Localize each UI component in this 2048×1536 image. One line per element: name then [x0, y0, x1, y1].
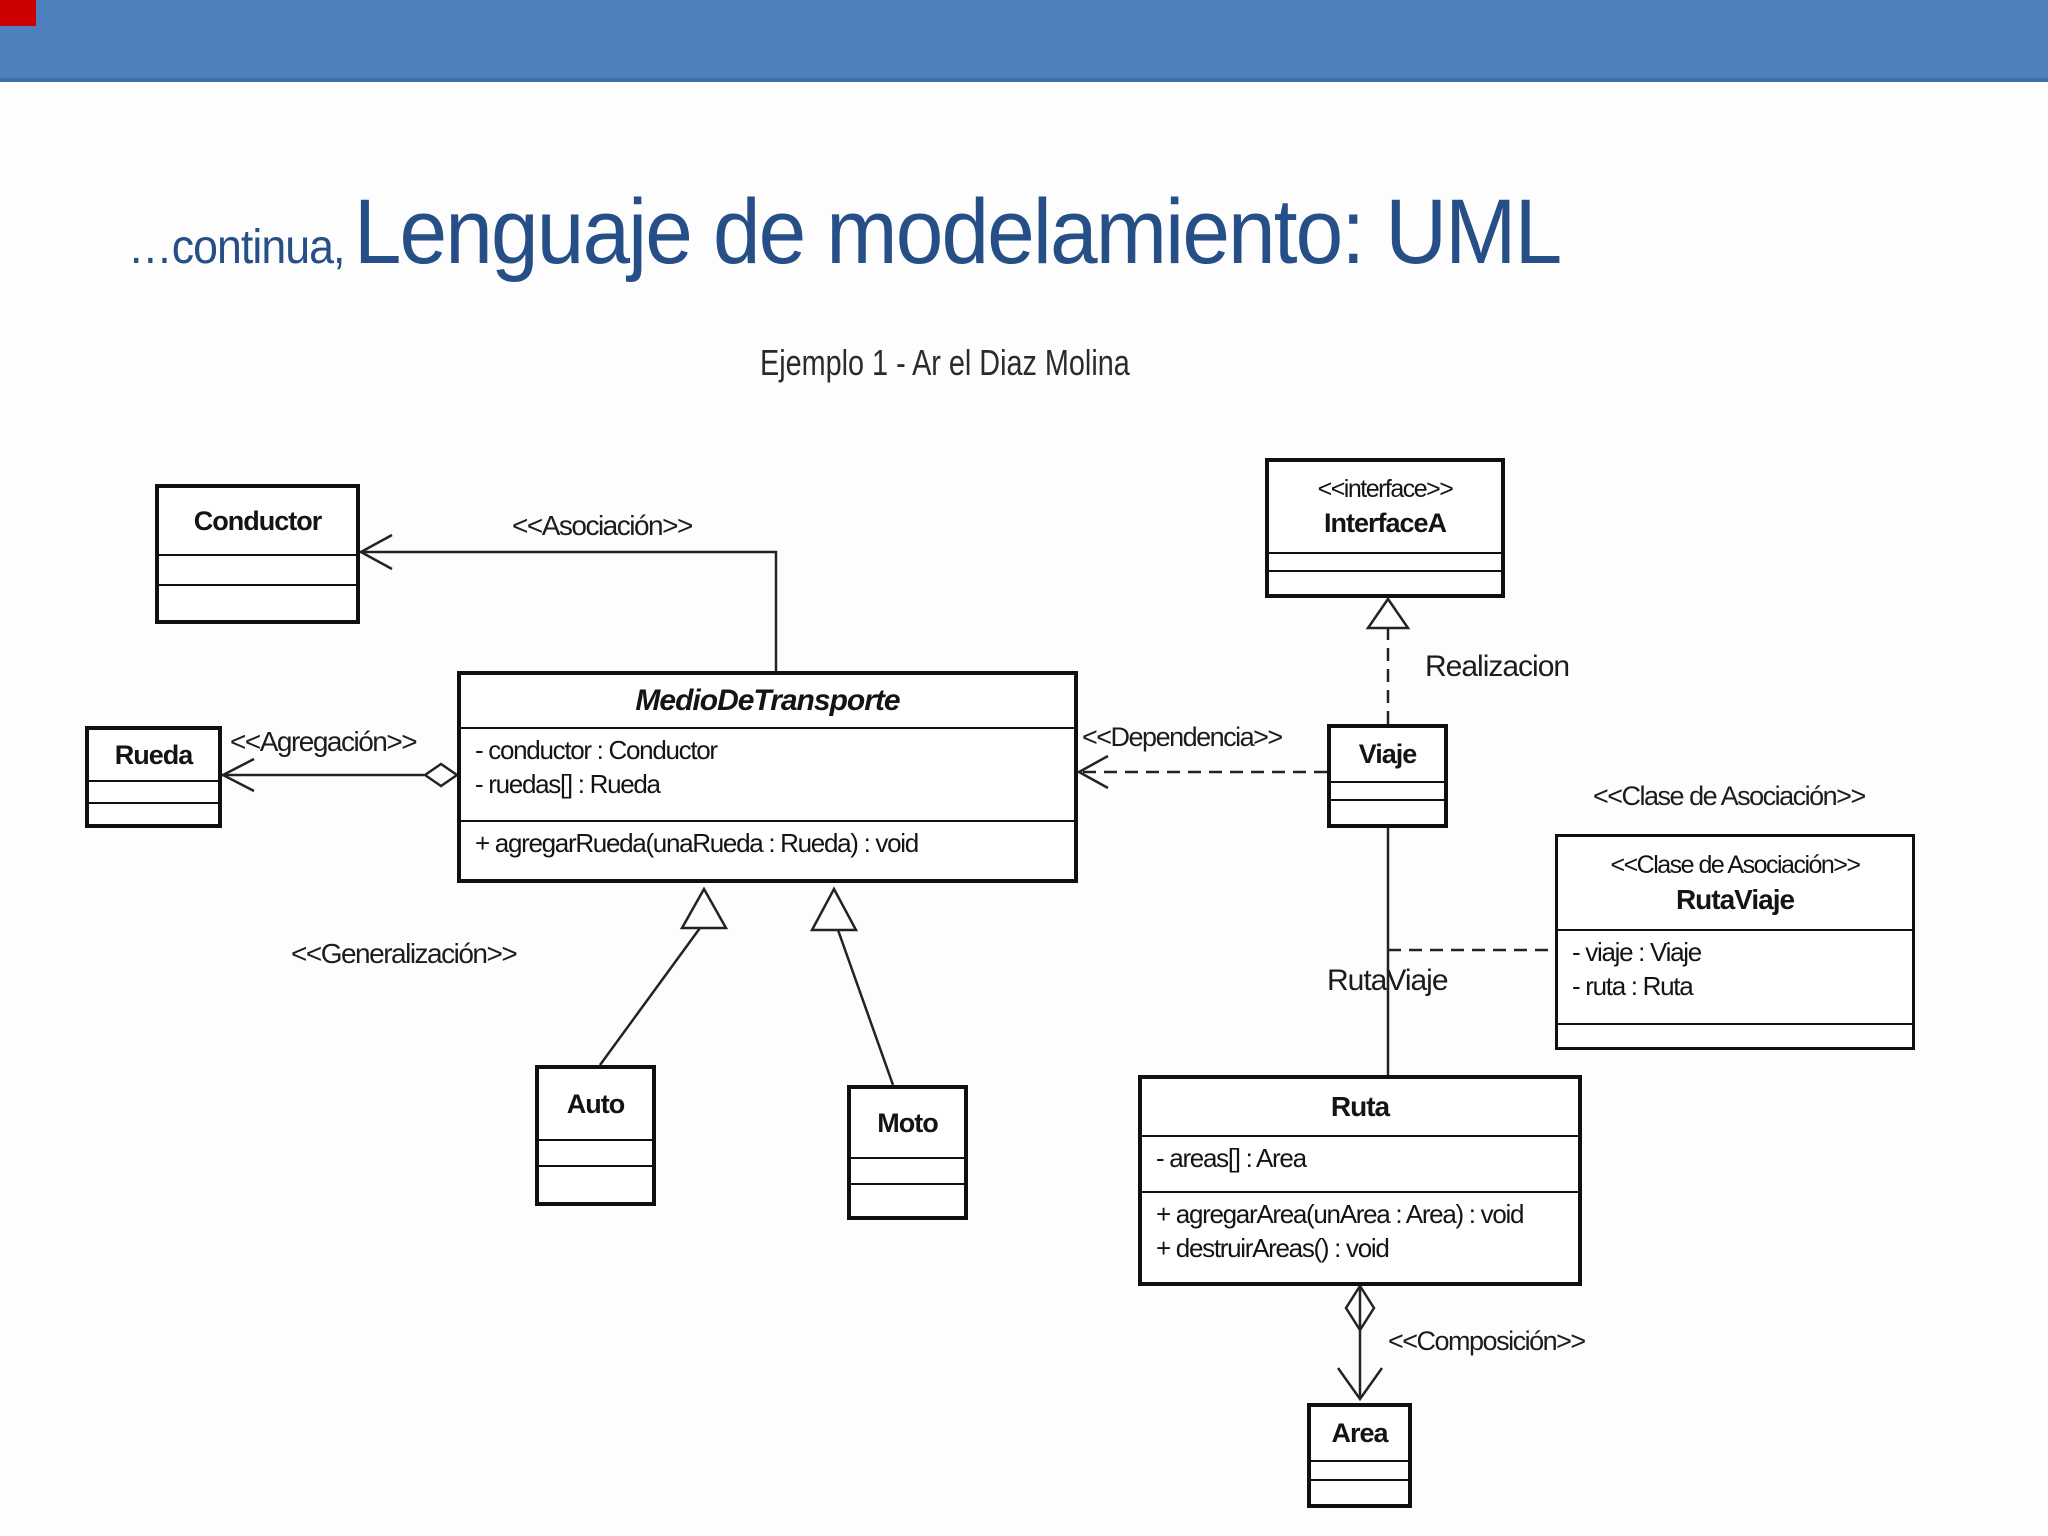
label-asociacion: <<Asociación>> [512, 510, 693, 541]
page-title: …continua, Lenguaje de modelamiento: UML [128, 180, 1562, 285]
attributes-compartment: - areas[] : Area [1142, 1135, 1578, 1191]
label-composicion: <<Composición>> [1388, 1326, 1586, 1356]
attribute: - ruta : Ruta [1572, 971, 1694, 1001]
stereotype: <<Clase de Asociación>> [1610, 850, 1861, 879]
methods-compartment [1331, 799, 1444, 824]
label-dependencia: <<Dependencia>> [1082, 722, 1283, 752]
uml-class-rueda: Rueda [85, 726, 222, 828]
uml-class-area: Area [1307, 1403, 1412, 1508]
label-realizacion: Realizacion [1425, 650, 1570, 683]
title-prefix: …continua, [128, 221, 345, 274]
class-name: Moto [877, 1107, 938, 1138]
class-name: Conductor [193, 505, 322, 536]
method: + agregarArea(unArea : Area) : void [1156, 1199, 1524, 1229]
attributes-compartment [539, 1139, 652, 1165]
association-connector [358, 533, 778, 671]
attributes-compartment [89, 780, 218, 802]
generalization-connector-moto [809, 886, 895, 1086]
class-name: Ruta [1330, 1091, 1390, 1122]
methods-compartment [89, 802, 218, 824]
generalization-triangle-icon [809, 886, 859, 932]
aggregation-diamond-icon [422, 762, 460, 788]
methods-compartment [1558, 1023, 1912, 1047]
attributes-compartment: - viaje : Viaje - ruta : Ruta [1558, 929, 1912, 1023]
attributes-compartment [851, 1157, 964, 1183]
class-name: Viaje [1358, 739, 1418, 769]
methods-compartment [539, 1165, 652, 1202]
realization-connector [1365, 596, 1411, 724]
uml-class-moto: Moto [847, 1085, 968, 1220]
label-generalizacion: <<Generalización>> [291, 938, 518, 969]
class-name: RutaViaje [1675, 883, 1795, 915]
composition-connector [1336, 1283, 1384, 1402]
uml-class-ruta: Ruta - areas[] : Area + agregarArea(unAr… [1138, 1075, 1582, 1286]
label-clase-de-asociacion: <<Clase de Asociación>> [1593, 781, 1866, 811]
aggregation-connector [220, 757, 460, 793]
class-name: Auto [566, 1088, 625, 1119]
class-name: Area [1331, 1418, 1388, 1448]
composition-diamond-icon [1344, 1283, 1376, 1333]
title-main: Lenguaje de modelamiento: UML [353, 181, 1562, 283]
dependency-connector [1076, 754, 1327, 790]
method: + agregarRueda(unaRueda : Rueda) : void [475, 828, 919, 858]
class-header: <<interface>> InterfaceA [1269, 462, 1501, 552]
attribute: - conductor : Conductor [475, 735, 718, 765]
realization-triangle-icon [1365, 596, 1411, 630]
uml-class-viaje: Viaje [1327, 724, 1448, 828]
methods-compartment [1269, 570, 1501, 594]
stereotype: <<interface>> [1317, 475, 1454, 503]
attributes-compartment [1331, 781, 1444, 799]
uml-association-class-rutaviaje: <<Clase de Asociación>> RutaViaje - viaj… [1555, 834, 1915, 1050]
recording-marker [0, 0, 36, 26]
methods-compartment [1311, 1479, 1408, 1504]
attributes-compartment: - conductor : Conductor - ruedas[] : Rue… [461, 727, 1074, 820]
generalization-connector-auto [598, 886, 729, 1066]
uml-class-conductor: Conductor [155, 484, 360, 624]
attributes-compartment [1311, 1460, 1408, 1479]
methods-compartment [159, 584, 356, 620]
class-name: InterfaceA [1323, 508, 1447, 538]
methods-compartment [851, 1183, 964, 1216]
class-name: Rueda [114, 739, 194, 770]
uml-interface-interfacea: <<interface>> InterfaceA [1265, 458, 1505, 598]
attribute: - areas[] : Area [1156, 1143, 1307, 1173]
class-header: <<Clase de Asociación>> RutaViaje [1558, 837, 1912, 929]
methods-compartment: + agregarRueda(unaRueda : Rueda) : void [461, 820, 1074, 879]
uml-class-auto: Auto [535, 1065, 656, 1206]
generalization-triangle-icon [679, 886, 729, 930]
method: + destruirAreas() : void [1156, 1233, 1390, 1263]
methods-compartment: + agregarArea(unArea : Area) : void + de… [1142, 1191, 1578, 1282]
uml-class-mediodetransporte: MedioDeTransporte - conductor : Conducto… [457, 671, 1078, 883]
attribute: - ruedas[] : Rueda [475, 769, 661, 799]
attributes-compartment [1269, 552, 1501, 570]
label-agregacion: <<Agregación>> [230, 726, 418, 757]
attributes-compartment [159, 554, 356, 584]
top-banner [0, 0, 2048, 82]
diagram-subtitle: Ejemplo 1 - Ar el Diaz Molina [760, 342, 1130, 383]
attribute: - viaje : Viaje [1572, 937, 1702, 967]
class-name: MedioDeTransporte [635, 684, 900, 717]
label-rutaviaje-link: RutaViaje [1327, 964, 1449, 997]
